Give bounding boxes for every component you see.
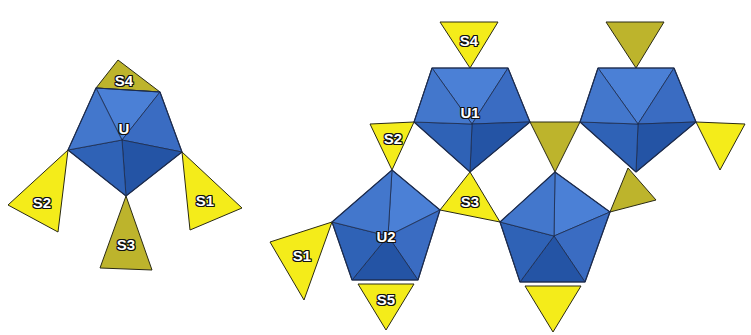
shape-outline	[414, 68, 530, 172]
sulfate-tetrahedron	[610, 168, 656, 212]
uranyl-bipyramid: U2	[332, 170, 440, 280]
uranyl-facet	[122, 140, 182, 196]
sulfate-tetrahedron: S3	[100, 196, 152, 270]
sulfate-face	[440, 172, 500, 222]
uranyl-outline	[332, 170, 440, 280]
sulfate-tetrahedron: S5	[358, 284, 414, 330]
sulfur-label: S3	[117, 237, 135, 252]
sulfate-face	[100, 196, 152, 270]
uranyl-outline	[580, 68, 696, 172]
uranyl-outline	[68, 88, 182, 196]
uranyl-facet	[472, 68, 530, 124]
sulfate-tetrahedron: S4	[440, 22, 498, 68]
uranyl-bipyramid: U1	[414, 68, 530, 172]
shape-outline	[100, 196, 152, 270]
sulfate-tetrahedron: S1	[270, 222, 332, 300]
sulfate-face	[182, 152, 242, 230]
sulfate-face	[440, 22, 498, 68]
sulfate-tetrahedron: S4	[96, 60, 160, 92]
sulfate-tetrahedron: S2	[370, 122, 414, 170]
sulfate-tetrahedron	[525, 286, 581, 332]
sulfate-tetrahedron	[606, 22, 664, 68]
shape-outline	[8, 150, 68, 232]
shape-outline	[182, 152, 242, 230]
uranyl-bipyramid: U	[68, 88, 182, 196]
sulfur-label: S2	[33, 195, 51, 210]
sulfur-label: S4	[460, 33, 478, 48]
uranium-label: U2	[376, 229, 395, 244]
sulfur-label: S4	[115, 73, 133, 88]
sulfate-face	[370, 122, 414, 170]
shape-outline	[370, 122, 414, 170]
sulfate-tetrahedron: S1	[182, 152, 242, 230]
sulfur-label: S2	[384, 131, 402, 146]
uranyl-outline	[414, 68, 530, 172]
shape-outline	[332, 170, 440, 280]
sulfate-tetrahedron	[696, 122, 745, 170]
uranyl-facet	[68, 88, 122, 150]
shape-outline	[68, 88, 182, 196]
sulfur-label: S3	[461, 194, 479, 209]
sulfur-label: S1	[196, 193, 214, 208]
sulfate-tetrahedron: S3	[440, 172, 500, 222]
uranyl-outline	[500, 172, 610, 282]
uranium-label: U1	[460, 105, 479, 120]
sulfate-tetrahedron: S2	[8, 150, 68, 232]
sulfate-face	[270, 222, 332, 300]
sulfate-face	[358, 284, 414, 330]
sulfate-tetrahedron	[530, 122, 580, 172]
sulfate-face	[96, 60, 160, 92]
uranyl-facet	[638, 68, 696, 124]
sulfur-label: S1	[293, 248, 311, 263]
uranyl-facet	[332, 170, 392, 236]
uranium-label: U	[119, 121, 130, 136]
sulfur-label: S5	[377, 292, 395, 307]
uranyl-facet	[500, 172, 555, 236]
sulfate-face	[8, 150, 68, 232]
